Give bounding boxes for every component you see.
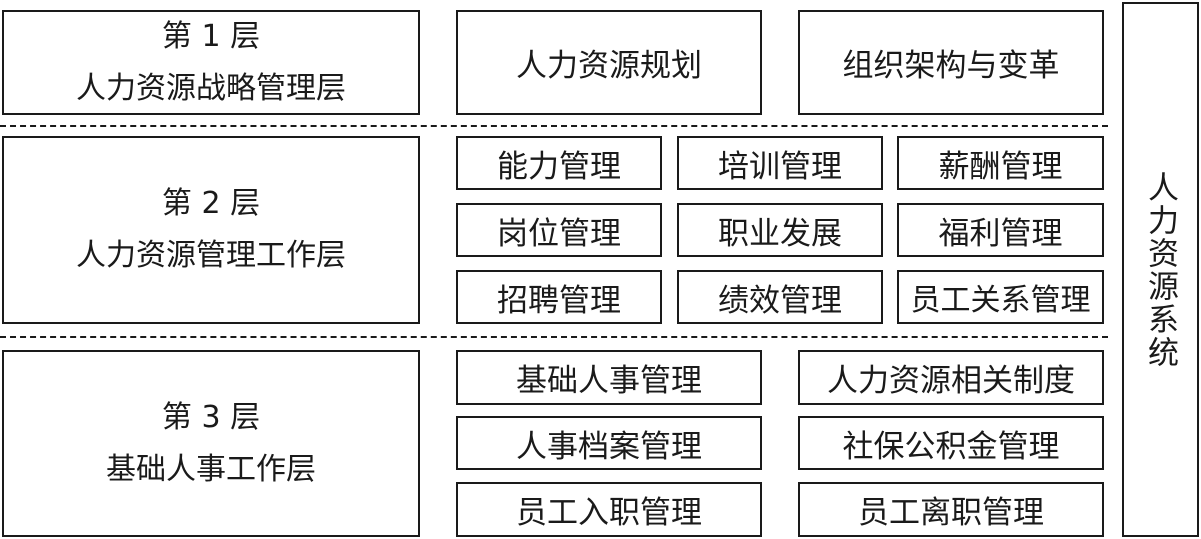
layer-2-item-position: 岗位管理 <box>456 203 662 257</box>
layer-2-item-capability: 能力管理 <box>456 136 662 190</box>
layer-2-item-performance: 绩效管理 <box>677 270 883 324</box>
hr-system-label: 人力资源系统 <box>1142 170 1178 369</box>
layer-2-item-recruitment: 招聘管理 <box>456 270 662 324</box>
layer-3-title: 基础人事工作层 <box>106 451 316 487</box>
layer-divider-1 <box>0 125 1108 127</box>
layer-3-item-hr-policies: 人力资源相关制度 <box>798 350 1104 405</box>
layer-2-number: 第 2 层 <box>161 186 261 221</box>
layer-2-item-training: 培训管理 <box>677 136 883 190</box>
layer-1-item-org-structure: 组织架构与变革 <box>798 10 1104 115</box>
layer-2-box: 第 2 层 人力资源管理工作层 <box>2 136 420 324</box>
layer-1-number: 第 1 层 <box>161 18 261 54</box>
layer-3-number: 第 3 层 <box>161 399 261 435</box>
layer-2-title: 人力资源管理工作层 <box>76 238 346 273</box>
layer-2-item-employee-relations: 员工关系管理 <box>897 270 1104 324</box>
layer-2-item-welfare: 福利管理 <box>897 203 1104 257</box>
layer-divider-2 <box>0 336 1108 338</box>
layer-3-box: 第 3 层 基础人事工作层 <box>2 350 420 537</box>
layer-3-item-offboarding: 员工离职管理 <box>798 482 1104 537</box>
layer-3-item-basic-personnel: 基础人事管理 <box>456 350 762 405</box>
layer-3-item-onboarding: 员工入职管理 <box>456 482 762 537</box>
hr-system-side-box: 人力资源系统 <box>1122 2 1199 537</box>
layer-2-item-compensation: 薪酬管理 <box>897 136 1104 190</box>
layer-1-title: 人力资源战略管理层 <box>76 70 346 106</box>
layer-3-item-personnel-files: 人事档案管理 <box>456 416 762 470</box>
layer-1-box: 第 1 层 人力资源战略管理层 <box>2 10 420 115</box>
layer-1-item-hr-planning: 人力资源规划 <box>456 10 762 115</box>
layer-2-item-career: 职业发展 <box>677 203 883 257</box>
layer-3-item-social-security: 社保公积金管理 <box>798 416 1104 470</box>
